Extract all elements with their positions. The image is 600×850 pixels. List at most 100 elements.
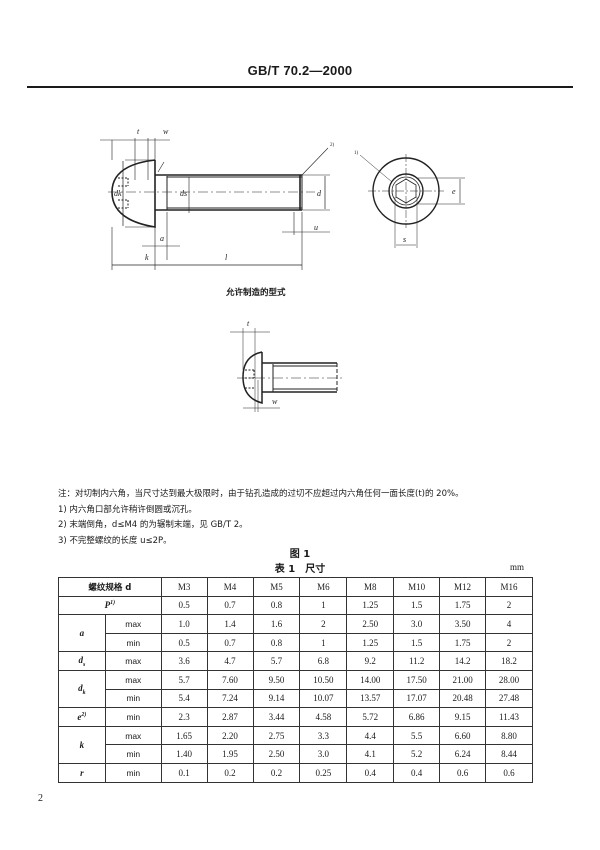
size-col: M8 (346, 577, 395, 597)
label-t: t (137, 127, 140, 136)
table-row: P1) 0.5 0.7 0.8 1 1.25 1.5 1.75 2 (58, 595, 533, 616)
cell: 4.4 (346, 725, 395, 746)
cell: 6.86 (393, 707, 441, 727)
cell: 1.65 (160, 725, 208, 746)
cell: 4.7 (206, 651, 254, 671)
cell: 2.50 (252, 744, 301, 764)
cell: 9.2 (346, 651, 395, 671)
label-w: w (163, 127, 169, 136)
row-symbol: ds (58, 651, 106, 671)
cell: 1 (299, 595, 348, 616)
header-thread-spec: 螺纹规格 d (58, 577, 162, 597)
cell: 9.15 (439, 707, 487, 727)
cell: 1.95 (206, 744, 254, 764)
row-limit: min (104, 707, 162, 727)
alt-label-t: t (247, 319, 250, 328)
table-row: dk max 5.7 7.60 9.50 10.50 14.00 17.50 2… (58, 669, 533, 709)
alt-form-caption: 允许制造的型式 (226, 288, 286, 298)
row-symbol: P1) (58, 595, 162, 616)
size-col: M6 (299, 577, 348, 597)
cell: 1.6 (252, 614, 301, 634)
cell: 7.24 (206, 688, 254, 709)
cell: 0.4 (393, 762, 441, 783)
cell: 1.40 (160, 744, 208, 764)
cell: 0.8 (252, 632, 301, 653)
label-s: s (403, 235, 406, 244)
dimensions-table: 螺纹规格 d M3 M4 M5 M6 M8 M10 M12 M16 P1) 0.… (58, 577, 533, 783)
cell: 3.50 (439, 614, 487, 634)
row-limit: min (104, 688, 162, 709)
cell: 1.75 (439, 595, 487, 616)
row-limit: min (104, 744, 162, 764)
page-number: 2 (38, 793, 43, 804)
cell: 9.50 (252, 669, 301, 690)
table-row: min 1.40 1.95 2.50 3.0 4.1 5.2 6.24 8.44 (59, 744, 533, 764)
table-row: e2) min 2.3 2.87 3.44 4.58 5.72 6.86 9.1… (58, 707, 533, 727)
row-limit: max (104, 669, 162, 690)
cell: 5.7 (252, 651, 301, 671)
cell: 10.07 (299, 688, 348, 709)
cell: 11.2 (393, 651, 441, 671)
table-title: 表 1 尺寸 (274, 564, 326, 575)
cell: 11.43 (485, 707, 533, 727)
cell: 0.1 (160, 762, 208, 783)
cell: 20.48 (439, 688, 487, 709)
cell: 0.2 (252, 762, 301, 783)
figure-label: 图 1 (289, 549, 311, 560)
cell: 3.3 (299, 725, 348, 746)
row-symbol: r (58, 762, 106, 783)
cell: 14.00 (346, 669, 395, 690)
cell: 5.72 (346, 707, 395, 727)
cell: 4.1 (346, 744, 395, 764)
size-col: M10 (393, 577, 441, 597)
cell: 6.60 (439, 725, 487, 746)
size-col: M12 (439, 577, 487, 597)
cell: 5.7 (160, 669, 208, 690)
cell: 2.75 (252, 725, 301, 746)
cell: 2 (485, 595, 533, 616)
cell: 17.07 (393, 688, 441, 709)
row-symbol: dk (58, 669, 106, 709)
cell: 4.58 (299, 707, 348, 727)
table-header-row: 螺纹规格 d M3 M4 M5 M6 M8 M10 M12 M16 (58, 577, 533, 597)
cell: 0.7 (206, 595, 254, 616)
row-symbol: k (58, 725, 106, 764)
alt-label-w: w (272, 397, 278, 406)
label-e: e (452, 187, 456, 196)
note-2: 2) 末端倒角，d≤M4 的为辗制末端，见 GB/T 2。 (58, 520, 248, 530)
label-k: k (145, 253, 149, 262)
cell: 8.44 (485, 744, 533, 764)
standard-code: GB/T 70.2—2000 (247, 63, 353, 78)
table-row: k max 1.65 2.20 2.75 3.3 4.4 5.5 6.60 8.… (58, 725, 533, 764)
cell: 13.57 (346, 688, 395, 709)
cell: 1.0 (160, 614, 208, 634)
cell: 5.4 (160, 688, 208, 709)
table-row: ds max 3.6 4.7 5.7 6.8 9.2 11.2 14.2 18.… (58, 651, 533, 671)
cell: 0.7 (206, 632, 254, 653)
cell: 0.8 (252, 595, 301, 616)
cell: 3.44 (252, 707, 301, 727)
label-note1: 1) (354, 151, 359, 156)
cell: 2.3 (160, 707, 208, 727)
cell: 6.24 (439, 744, 487, 764)
cell: 1.25 (346, 632, 395, 653)
cell: 10.50 (299, 669, 348, 690)
table-row: min 5.4 7.24 9.14 10.07 13.57 17.07 20.4… (59, 688, 533, 709)
cell: 6.8 (299, 651, 348, 671)
cell: 2.87 (206, 707, 254, 727)
table-row: min 0.5 0.7 0.8 1 1.25 1.5 1.75 2 (59, 632, 533, 653)
cell: 1.4 (206, 614, 254, 634)
row-limit: max (104, 725, 162, 746)
table-row: r min 0.1 0.2 0.2 0.25 0.4 0.4 0.6 0.6 (58, 762, 533, 783)
label-ds: ds (180, 189, 187, 198)
table-row: a max 1.0 1.4 1.6 2 2.50 3.0 3.50 4 (58, 614, 533, 653)
header-rule (27, 86, 573, 88)
cell: 5.5 (393, 725, 441, 746)
row-symbol: e2) (58, 707, 106, 727)
cell: 21.00 (439, 669, 487, 690)
label-l: l (225, 253, 228, 262)
cell: 7.60 (206, 669, 254, 690)
row-limit: min (104, 632, 162, 653)
cell: 5.2 (393, 744, 441, 764)
cell: 2 (485, 632, 533, 653)
